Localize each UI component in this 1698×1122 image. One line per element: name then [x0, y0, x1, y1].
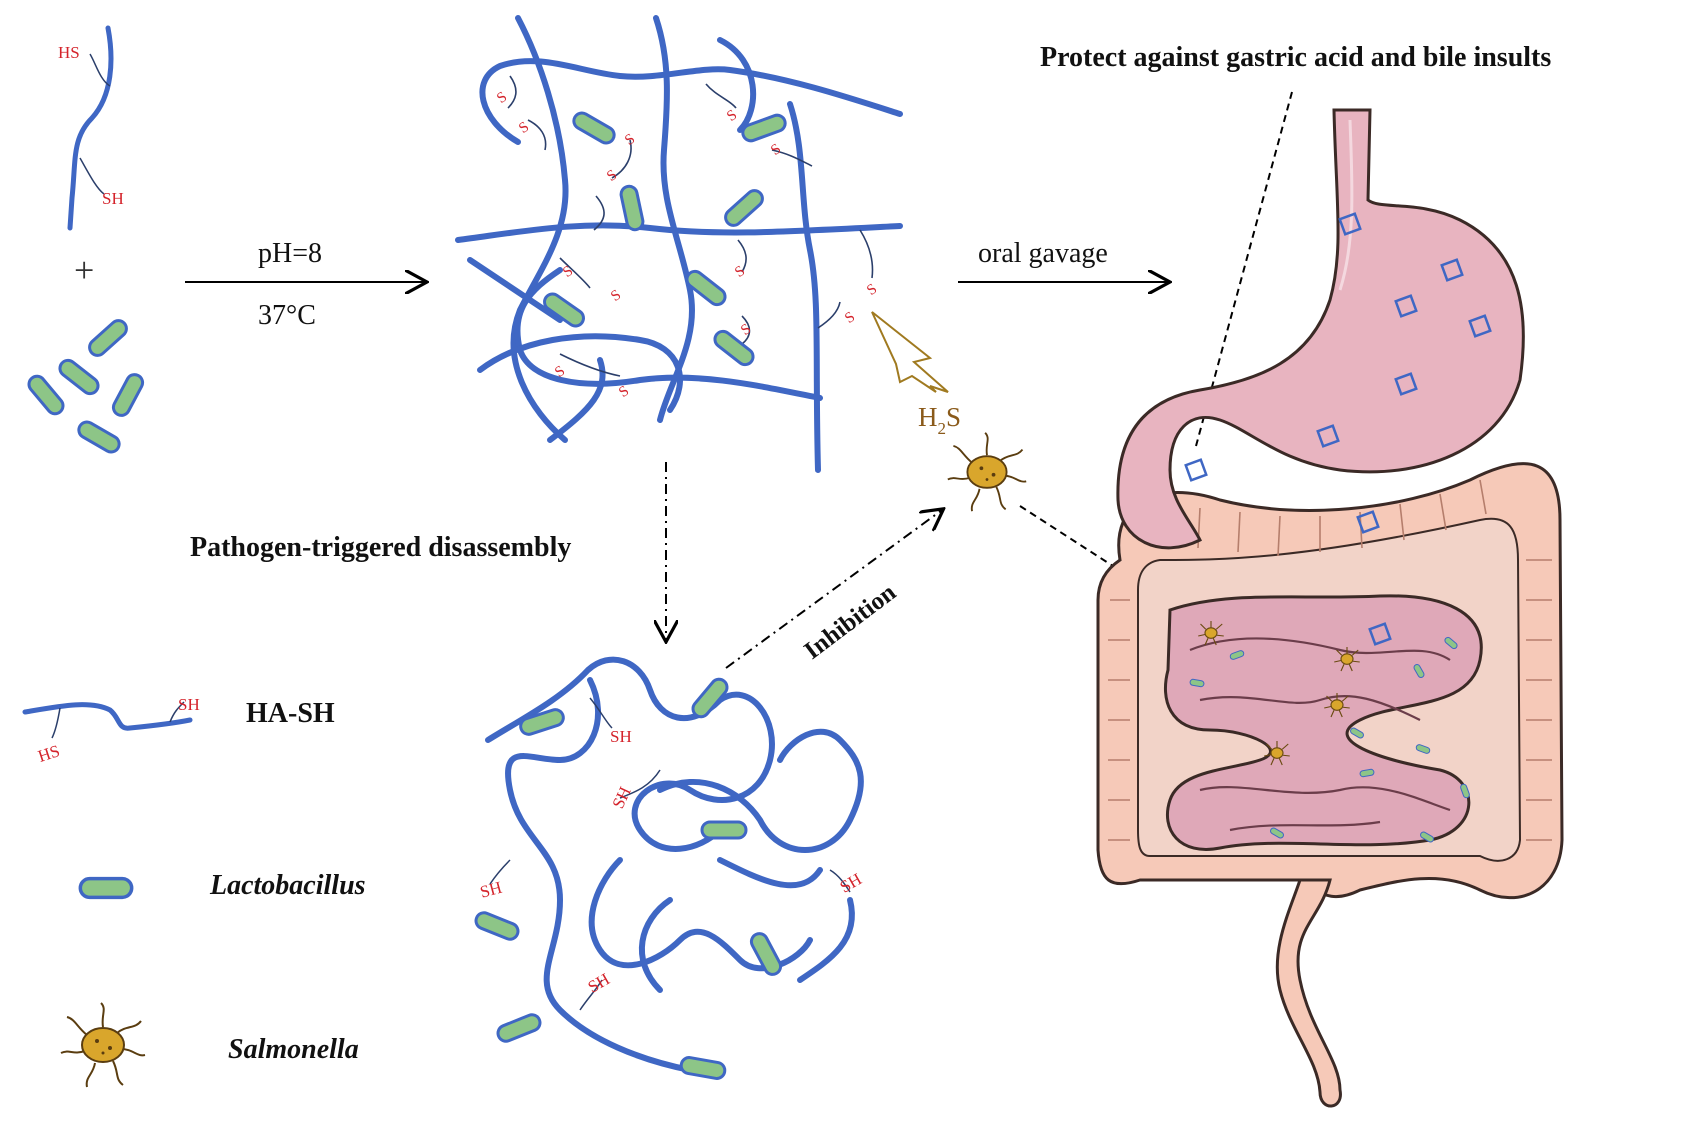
ha-sh-monomer	[67, 25, 114, 231]
disulfide-links	[507, 75, 874, 377]
svg-text:S: S	[616, 383, 632, 401]
svg-text:SH: SH	[478, 878, 504, 902]
temperature-condition: 37°C	[258, 300, 316, 331]
free-thiol-labels: SH SH SH SH SH	[478, 727, 865, 997]
salmonella-icon	[946, 431, 1028, 513]
svg-text:S: S	[494, 89, 510, 107]
thiol-label-hs: HS	[58, 43, 80, 62]
svg-text:S: S	[842, 309, 858, 327]
svg-text:S: S	[738, 321, 754, 339]
legend-lactobacillus-label: Lactobacillus	[209, 870, 366, 901]
protect-caption: Protect against gastric acid and bile in…	[1040, 42, 1551, 73]
disassembly-label: Pathogen-triggered disassembly	[190, 532, 571, 563]
plus-sign: +	[74, 250, 94, 290]
gi-tract	[1096, 108, 1564, 1108]
legend: HS SH HA-SH Lactobacillus Salmonella	[22, 695, 366, 1088]
svg-text:S: S	[768, 141, 784, 159]
svg-text:SH: SH	[837, 869, 865, 896]
svg-text:S: S	[864, 281, 880, 299]
legend-ha-sh-icon: HS SH	[22, 695, 200, 766]
lactobacillus-cluster	[24, 315, 147, 457]
svg-text:S: S	[724, 107, 740, 125]
svg-text:S: S	[732, 263, 748, 281]
lactobacillus-icon	[78, 876, 134, 900]
oral-gavage-label: oral gavage	[978, 238, 1108, 269]
svg-text:S: S	[608, 287, 624, 305]
legend-salmonella-label: Salmonella	[228, 1034, 359, 1065]
svg-text:S: S	[604, 167, 620, 185]
h2s-label: H2S	[918, 402, 961, 438]
free-thiol-links	[489, 697, 851, 1011]
svg-text:SH: SH	[610, 727, 632, 746]
svg-text:HS: HS	[36, 741, 63, 766]
inhibition-label: Inhibition	[799, 579, 901, 665]
legend-salmonella-icon	[60, 1002, 146, 1088]
svg-text:SH: SH	[608, 784, 634, 812]
legend-ha-sh-label: HA-SH	[246, 698, 335, 729]
svg-text:S: S	[622, 131, 638, 149]
inhibition-arrow	[725, 510, 942, 669]
ph-condition: pH=8	[258, 238, 322, 269]
disassembled-polymer	[485, 656, 864, 1073]
thiol-label-sh: SH	[102, 189, 124, 208]
svg-text:SH: SH	[585, 969, 613, 996]
svg-text:SH: SH	[178, 695, 200, 714]
lightning-icon	[871, 311, 949, 393]
hydrogel-network	[455, 15, 903, 473]
